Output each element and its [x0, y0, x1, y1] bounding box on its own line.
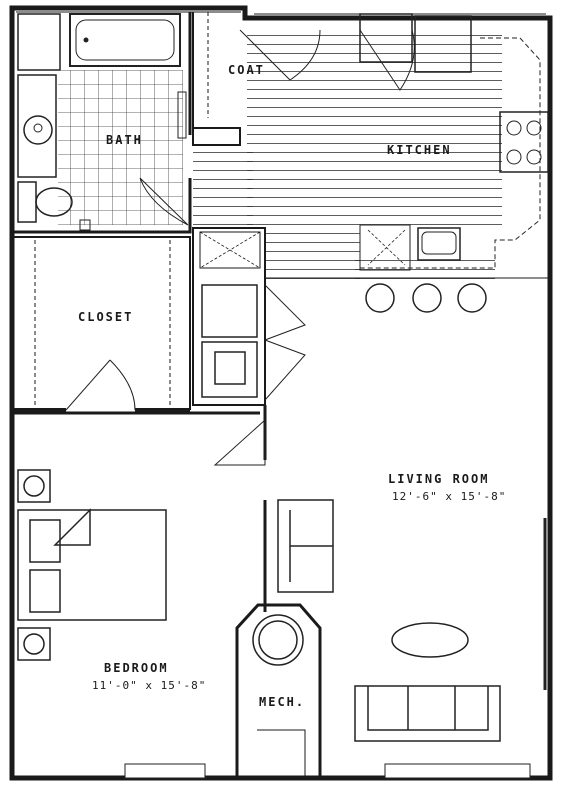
bedroom-label: BEDROOM — [104, 661, 169, 675]
living-room-furniture — [277, 499, 547, 742]
kitchen-counters — [359, 13, 549, 271]
washer-dryer — [201, 284, 258, 398]
bar-stools — [365, 283, 487, 313]
water-heater — [252, 614, 304, 666]
mech-label: MECH. — [259, 695, 306, 709]
bath-fixtures — [17, 13, 187, 231]
coat-label: COAT — [228, 63, 265, 77]
doors — [65, 29, 415, 466]
walls — [9, 5, 553, 781]
living-room-label: LIVING ROOM — [388, 472, 490, 486]
closet-label: CLOSET — [78, 310, 134, 324]
kitchen-label: KITCHEN — [387, 143, 452, 157]
bathtub — [69, 13, 181, 67]
bedroom-furniture — [17, 469, 167, 661]
bath-label: BATH — [106, 133, 143, 147]
windows — [124, 763, 531, 779]
living-room-dimensions: 12'-6" x 15'-8" — [392, 490, 507, 503]
bedroom-dimensions: 11'-0" x 15'-8" — [92, 679, 207, 692]
